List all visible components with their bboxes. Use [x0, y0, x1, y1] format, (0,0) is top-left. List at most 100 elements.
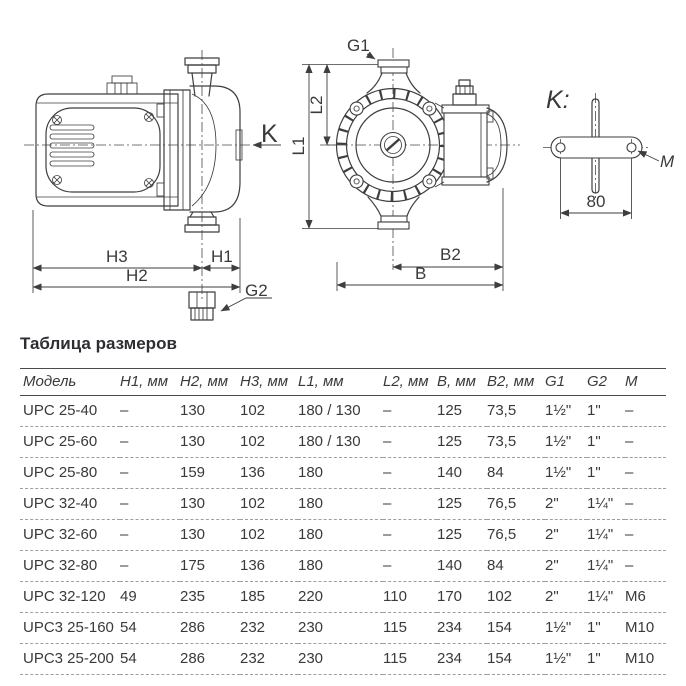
- value-cell: 2": [545, 550, 587, 582]
- value-cell: 73,5: [487, 395, 545, 427]
- terminal-box: [106, 75, 138, 95]
- h1-dimension-label: H1: [211, 247, 233, 266]
- value-cell: 130: [180, 426, 240, 458]
- value-cell: 1½": [545, 612, 587, 644]
- union-nut: [188, 291, 216, 321]
- value-cell: 159: [180, 457, 240, 489]
- value-cell: –: [625, 395, 666, 427]
- column-header: G2: [587, 368, 625, 396]
- column-header: L1, мм: [298, 368, 383, 396]
- value-cell: 1½": [545, 395, 587, 427]
- value-cell: –: [120, 457, 180, 489]
- m-dimension-label: M: [660, 152, 675, 171]
- value-cell: 110: [383, 581, 437, 613]
- value-cell: 1": [587, 612, 625, 644]
- model-cell: UPC 25-60: [20, 426, 120, 458]
- value-cell: 84: [487, 457, 545, 489]
- value-cell: 130: [180, 395, 240, 427]
- value-cell: M10: [625, 643, 666, 675]
- b-dimension-label: B: [415, 264, 426, 283]
- k-view-title: K:: [546, 86, 570, 114]
- value-cell: –: [625, 457, 666, 489]
- screw-icon: [52, 112, 154, 188]
- value-cell: –: [625, 488, 666, 520]
- vent-slots: [49, 124, 95, 167]
- l2-dimension-label: L2: [307, 96, 326, 115]
- model-cell: UPC 32-120: [20, 581, 120, 613]
- h3-dimension-label: H3: [106, 247, 128, 266]
- value-cell: 154: [487, 612, 545, 644]
- g2-dimension-label: G2: [245, 281, 268, 300]
- value-cell: –: [383, 426, 437, 458]
- value-cell: 230: [298, 612, 383, 644]
- value-cell: 76,5: [487, 519, 545, 551]
- value-cell: 1": [587, 395, 625, 427]
- value-cell: 1½": [545, 426, 587, 458]
- model-cell: UPC3 25-200: [20, 643, 120, 675]
- model-cell: UPC 25-80: [20, 457, 120, 489]
- column-header: B, мм: [437, 368, 487, 396]
- column-header: H2, мм: [180, 368, 240, 396]
- value-cell: 2": [545, 581, 587, 613]
- column-header: H3, мм: [240, 368, 298, 396]
- k-arrow-label: K: [261, 120, 278, 148]
- value-cell: 180 / 130: [298, 426, 383, 458]
- value-cell: 1": [587, 643, 625, 675]
- value-cell: 140: [437, 550, 487, 582]
- value-cell: 175: [180, 550, 240, 582]
- value-cell: 130: [180, 488, 240, 520]
- value-cell: –: [120, 550, 180, 582]
- mounting-hole: [555, 142, 566, 153]
- model-cell: UPC 32-80: [20, 550, 120, 582]
- hole-distance-label: 80: [587, 192, 606, 211]
- flange-screws: [349, 101, 437, 189]
- value-cell: 102: [240, 519, 298, 551]
- value-cell: 1¼": [587, 550, 625, 582]
- value-cell: 232: [240, 643, 298, 675]
- technical-drawing: K H3 H1 H2 G2: [24, 36, 675, 321]
- value-cell: 180: [298, 550, 383, 582]
- value-cell: –: [625, 550, 666, 582]
- column-header: G1: [545, 368, 587, 396]
- value-cell: 230: [298, 643, 383, 675]
- value-cell: –: [383, 457, 437, 489]
- value-cell: 125: [437, 488, 487, 520]
- value-cell: 1¼": [587, 488, 625, 520]
- value-cell: –: [383, 519, 437, 551]
- value-cell: 136: [240, 457, 298, 489]
- value-cell: 1": [587, 457, 625, 489]
- value-cell: 115: [383, 643, 437, 675]
- value-cell: 234: [437, 643, 487, 675]
- value-cell: 154: [487, 643, 545, 675]
- value-cell: 2": [545, 519, 587, 551]
- value-cell: –: [383, 395, 437, 427]
- value-cell: –: [625, 519, 666, 551]
- value-cell: 102: [240, 426, 298, 458]
- value-cell: 1¼": [587, 519, 625, 551]
- value-cell: 170: [437, 581, 487, 613]
- value-cell: 286: [180, 612, 240, 644]
- value-cell: 180: [298, 488, 383, 520]
- column-header: B2, мм: [487, 368, 545, 396]
- value-cell: 125: [437, 519, 487, 551]
- value-cell: –: [120, 395, 180, 427]
- value-cell: 54: [120, 612, 180, 644]
- value-cell: 1": [587, 426, 625, 458]
- column-header: M: [625, 368, 666, 396]
- value-cell: 180: [298, 519, 383, 551]
- value-cell: –: [383, 488, 437, 520]
- value-cell: 102: [240, 395, 298, 427]
- value-cell: –: [383, 550, 437, 582]
- table-title: Таблица размеров: [20, 334, 177, 353]
- value-cell: 180 / 130: [298, 395, 383, 427]
